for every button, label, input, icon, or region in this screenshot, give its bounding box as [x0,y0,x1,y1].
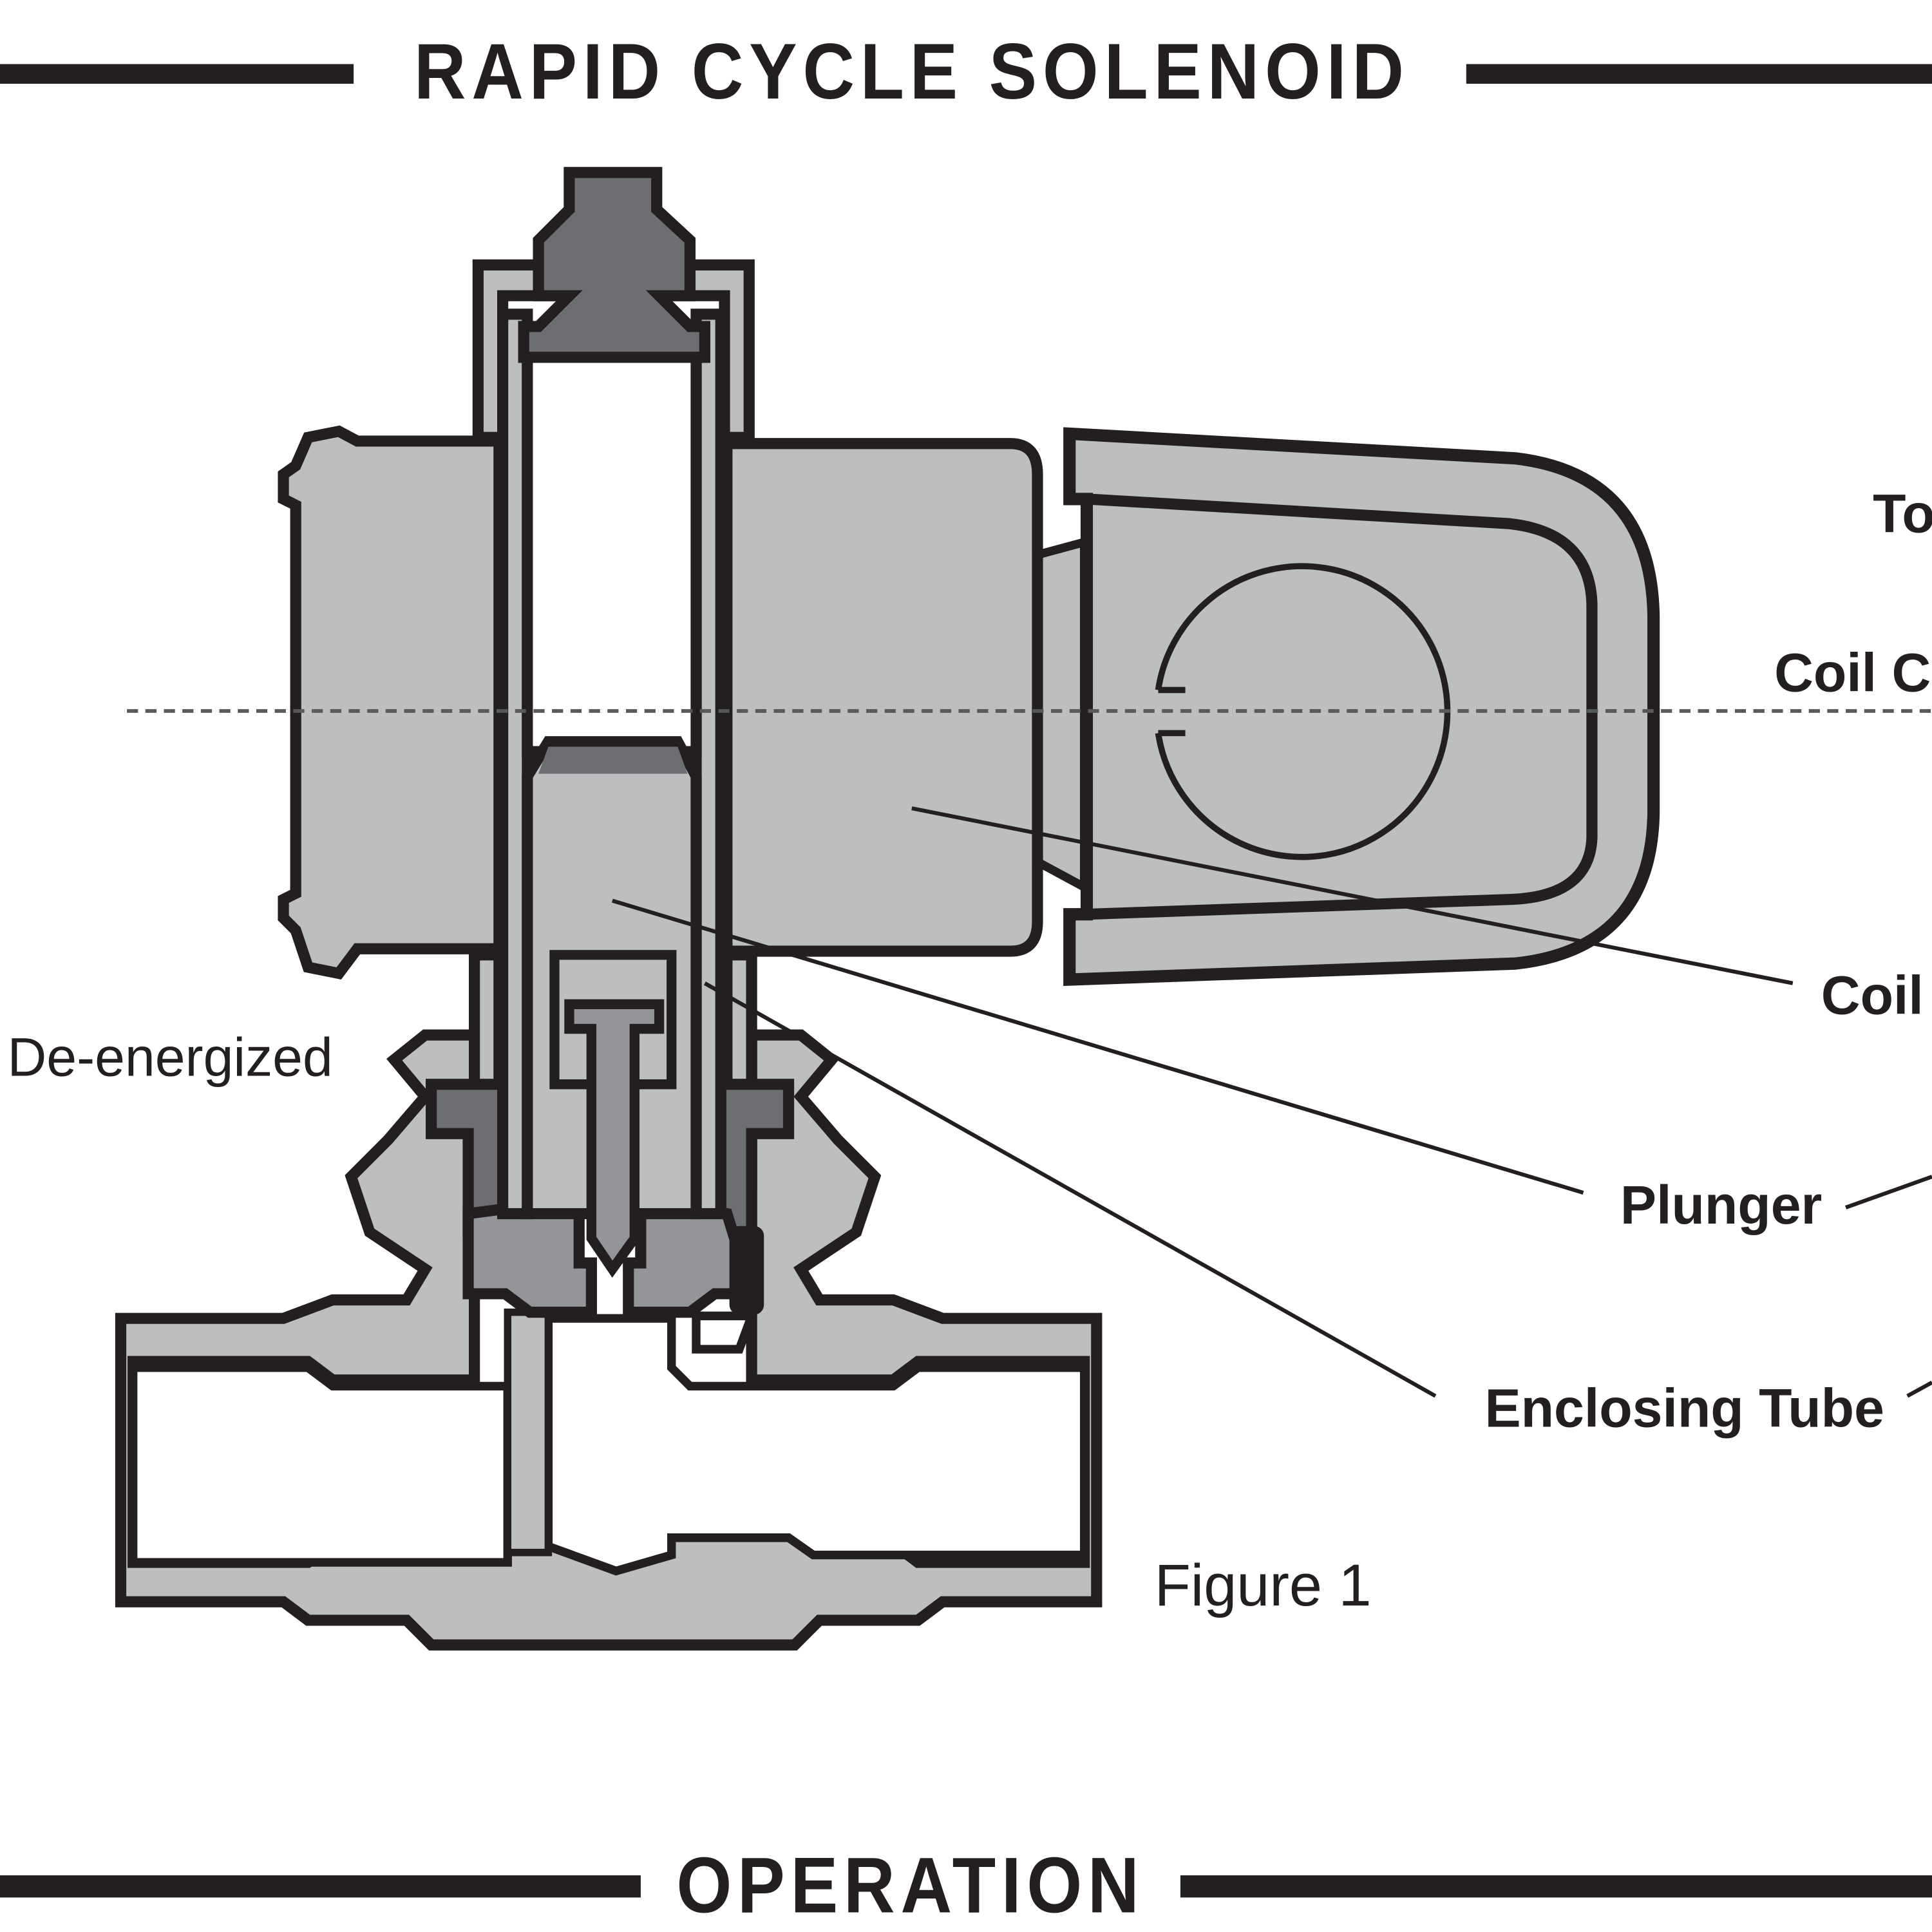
tube-interior [522,352,702,757]
pilot-pin [564,999,665,1278]
coil [278,425,1043,980]
section-rule-right [1180,1875,1932,1898]
o-ring [729,1226,764,1315]
pipe-bore-outlet [544,1314,1089,1576]
callout-to: To [1873,484,1932,544]
figure-caption: Figure 1 [1155,1553,1372,1618]
state-label: De-energized [7,1027,332,1087]
valve-body [115,1029,1103,1651]
enclosing-tube [472,167,755,1278]
callout-enclosing-tube: Enclosing Tube [1484,1378,1884,1439]
callout-coil: Coil [1821,965,1924,1026]
section-heading: OPERATION [676,1841,1144,1929]
section-header: OPERATION [0,1841,1932,1929]
page-title: RAPID CYCLE SOLENOID [414,27,1410,115]
title-rule-left [0,64,354,84]
callout-plunger: Plunger [1620,1175,1822,1235]
leader-tube-right [1906,1381,1932,1398]
pipe-bore [128,1363,512,1567]
port-channel [504,1308,553,1557]
leader-plunger-right [1845,1175,1932,1209]
leader-lines [612,806,1932,1398]
callout-coil-connector: Coil Co [1774,642,1932,703]
title-header: RAPID CYCLE SOLENOID [0,27,1932,115]
section-rule-left [0,1875,641,1898]
leader-coil [911,806,1794,985]
leader-enclosing-tube [703,981,1437,1398]
title-rule-right [1466,64,1932,84]
coil-connector [1034,427,1660,986]
leader-plunger [612,898,1584,1195]
plug-stop [518,167,710,363]
